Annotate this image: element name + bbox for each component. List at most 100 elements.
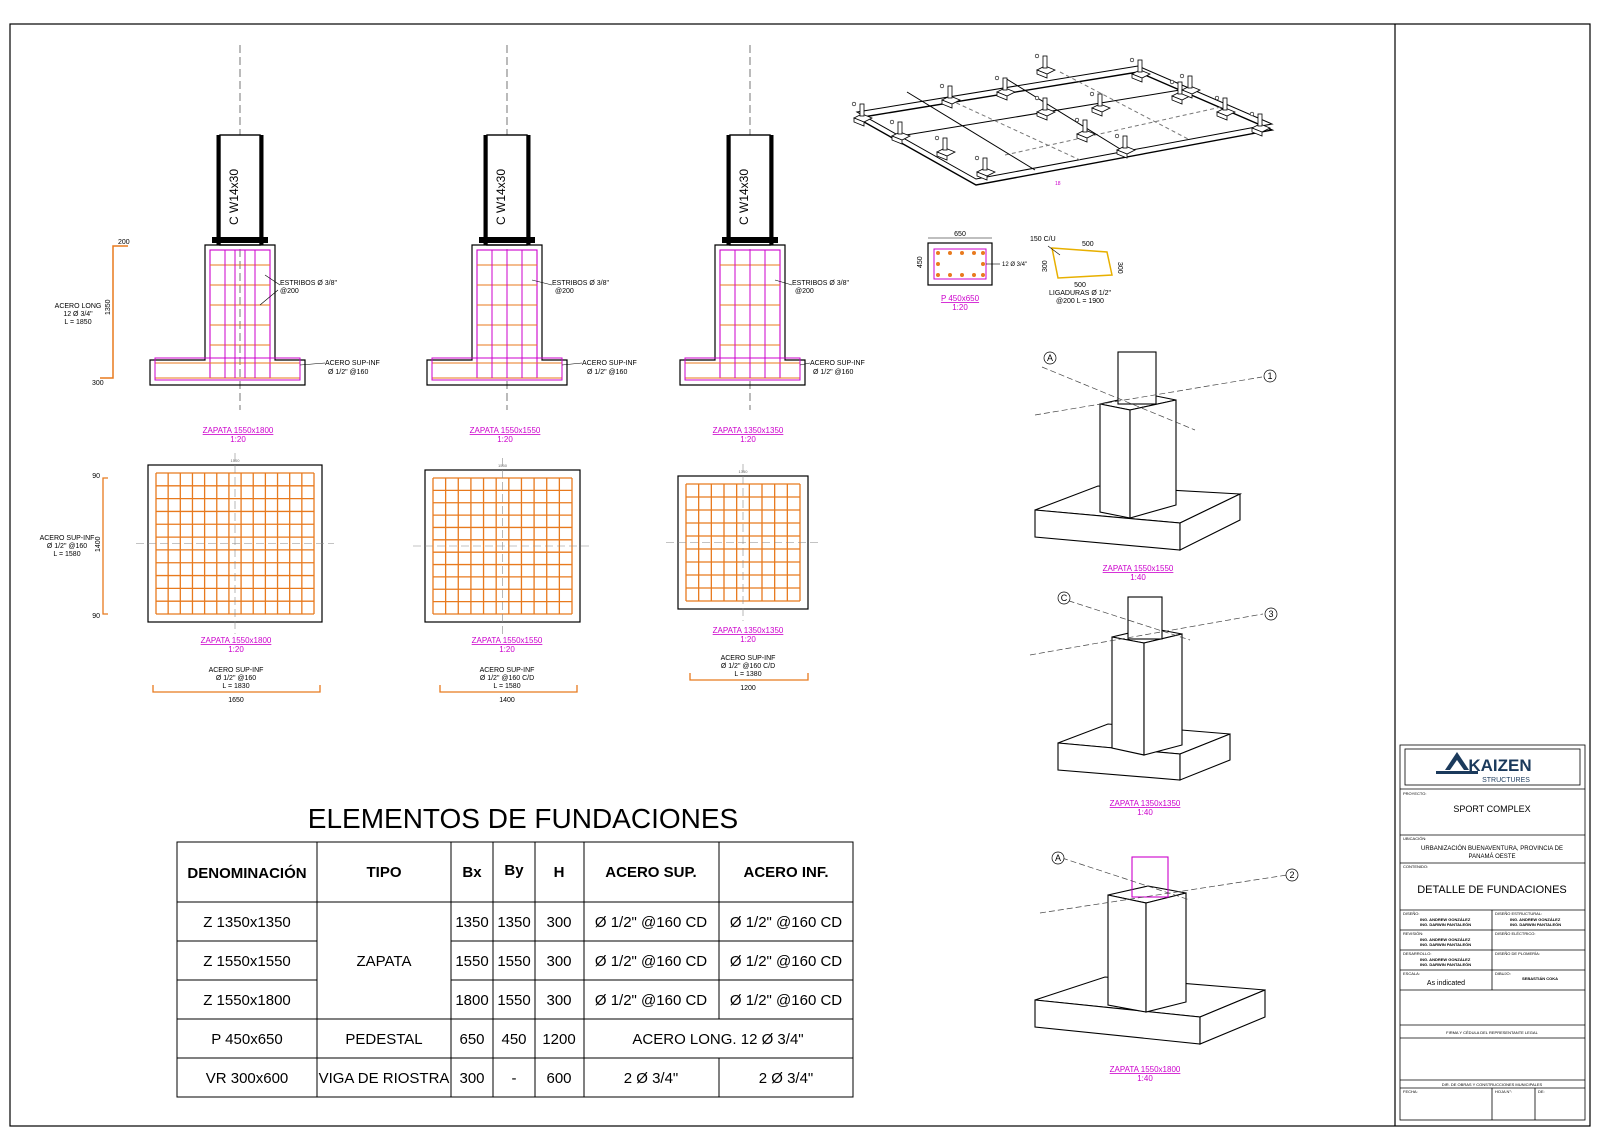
table-cell: 1350	[497, 914, 530, 931]
iso-column	[859, 103, 865, 117]
iso-column	[1187, 75, 1193, 89]
column-label: C W14x30	[494, 169, 508, 225]
table-header: H	[554, 864, 565, 881]
plan-note-3b: Ø 1/2" @160 C/D	[721, 663, 775, 670]
revision-1: ING. ANDREW GONZÁLEZ	[1420, 937, 1471, 942]
iso-pad-side	[1131, 73, 1143, 83]
table-cell: 1200	[542, 1031, 575, 1048]
table-cell: 300	[546, 914, 571, 931]
iso-node	[939, 83, 945, 89]
iso-column	[1257, 113, 1263, 127]
pedestal-scale: 1:20	[952, 303, 968, 312]
table-cell: VR 300x600	[206, 1070, 289, 1087]
table-header: ACERO SUP.	[605, 864, 696, 881]
logo-subtext: STRUCTURES	[1482, 777, 1530, 784]
table-cell: Z 1550x1800	[203, 992, 291, 1009]
plan-note-3c: L = 1380	[734, 671, 761, 678]
section-title: ZAPATA 1550x1800	[203, 426, 274, 435]
table-header: ACERO INF.	[743, 864, 828, 881]
plan-title-3: ZAPATA 1350x1350	[713, 626, 784, 635]
iso-node	[1089, 91, 1095, 97]
hoja-label: HOJA N°:	[1495, 1089, 1512, 1094]
revision-2: ING. DARWIN PANTALEÓN	[1420, 942, 1471, 947]
iso-footing-2-scale: 1:40	[1137, 808, 1153, 817]
iso-pad-side	[1036, 111, 1048, 121]
iso-pad-side	[1091, 107, 1103, 117]
table-cell: Z 1350x1350	[203, 914, 291, 931]
plan-title-1: ZAPATA 1550x1800	[201, 636, 272, 645]
iso-pad-side	[1171, 95, 1183, 105]
plan-dim-2: 1400	[499, 697, 515, 704]
section-title: ZAPATA 1550x1550	[470, 426, 541, 435]
title-block-text: PROYECTO: SPORT COMPLEX UBICACIÓN: URBAN…	[1403, 791, 1567, 1094]
iso-column	[1082, 119, 1088, 133]
foundations-table	[176, 841, 854, 1098]
section-scale: 1:20	[230, 435, 246, 444]
section-scale: 1:20	[497, 435, 513, 444]
iso-column	[1222, 97, 1228, 111]
iso-node	[1114, 133, 1120, 139]
plan-top-dim: 1550	[498, 463, 508, 468]
estribos-spacing: @200	[555, 288, 574, 295]
iso-node	[1129, 57, 1135, 63]
iso-node	[851, 101, 857, 107]
isometric-pads	[851, 53, 1271, 181]
diseno-est-2: ING. DARWIN PANTALEÓN	[1510, 922, 1561, 927]
iso-node	[974, 155, 980, 161]
dim-200: 200	[118, 239, 130, 246]
plan-3: 1350	[666, 464, 820, 621]
section-2: C W14x30 ESTRIBOS Ø 3/8" @200 ACERO SUP-…	[426, 45, 637, 444]
acero-sup-inf-label: ACERO SUP-INF	[810, 360, 865, 367]
firma-label: FIRMA Y CÉDULA DEL REPRESENTANTE LEGAL	[1446, 1030, 1538, 1035]
table-cell: 1550	[455, 953, 488, 970]
table-cell: -	[512, 1070, 517, 1087]
table-cell: 600	[546, 1070, 571, 1087]
table-header: Bx	[462, 864, 482, 881]
section-scale: 1:20	[740, 435, 756, 444]
table-header: TIPO	[366, 864, 401, 881]
dim-90-top: 90	[92, 473, 100, 480]
proyecto-label: PROYECTO:	[1403, 791, 1427, 796]
pedestal-title: P 450x650	[941, 294, 980, 303]
revision-label: REVISIÓN:	[1403, 931, 1423, 936]
table-cell: 2 Ø 3/4"	[624, 1070, 679, 1087]
plan-scale-3: 1:20	[740, 635, 756, 644]
plan-2: 1550	[413, 458, 592, 634]
iso-footing-1-scale: 1:40	[1130, 573, 1146, 582]
plans: 1500 1550 1350	[136, 453, 820, 634]
pedestal-dim-450: 450	[917, 256, 924, 268]
plan-title-2: ZAPATA 1550x1550	[472, 636, 543, 645]
plan-scale-2: 1:20	[499, 645, 515, 654]
de-label: DE:	[1538, 1089, 1545, 1094]
diseno-elec-label: DISEÑO ELÉCTRICO:	[1495, 931, 1535, 936]
acero-sup-inf-spacing: Ø 1/2" @160	[587, 369, 627, 376]
plan-dim-3: 1200	[740, 685, 756, 692]
iso-node	[1249, 111, 1255, 117]
dim-300: 300	[92, 380, 104, 387]
plan-note-1b: Ø 1/2" @160	[216, 675, 256, 682]
ligadura-detail: 150 C/U 500 300 300 500 LIGADURAS Ø 1/2"…	[1030, 236, 1123, 305]
plan-note-3a: ACERO SUP-INF	[721, 655, 776, 662]
plan-note-2c: L = 1580	[493, 683, 520, 690]
acero-long-length: L = 1850	[64, 319, 91, 326]
acero-long-detail: 200 1350 300 ACERO LONG 12 Ø 3/4" L = 18…	[55, 239, 130, 387]
title-block	[1399, 744, 1586, 1121]
table-title: ELEMENTOS DE FUNDACIONES	[308, 803, 738, 834]
table-cell: ZAPATA	[356, 953, 411, 970]
plan-note-2a: ACERO SUP-INF	[480, 667, 535, 674]
iso-column	[1002, 77, 1008, 91]
plan-note-2b: Ø 1/2" @160 C/D	[480, 675, 534, 682]
lig-500-bottom: 500	[1074, 282, 1086, 289]
proyecto-value: SPORT COMPLEX	[1453, 804, 1530, 814]
estribos-spacing: @200	[280, 288, 299, 295]
table-cell: ACERO LONG. 12 Ø 3/4"	[632, 1031, 803, 1048]
logo-text: KAIZEN	[1468, 756, 1531, 775]
iso-node	[934, 135, 940, 141]
iso-column	[1177, 81, 1183, 95]
table-cell: 1800	[455, 992, 488, 1009]
table-cell: Ø 1/2" @160 CD	[730, 914, 842, 931]
dim-1400: 1400	[95, 536, 102, 552]
table-cell: VIGA DE RIOSTRA	[319, 1070, 450, 1087]
fecha-label: FECHA:	[1403, 1089, 1418, 1094]
diseno-est-label: DISEÑO ESTRUCTURAL:	[1495, 911, 1542, 916]
